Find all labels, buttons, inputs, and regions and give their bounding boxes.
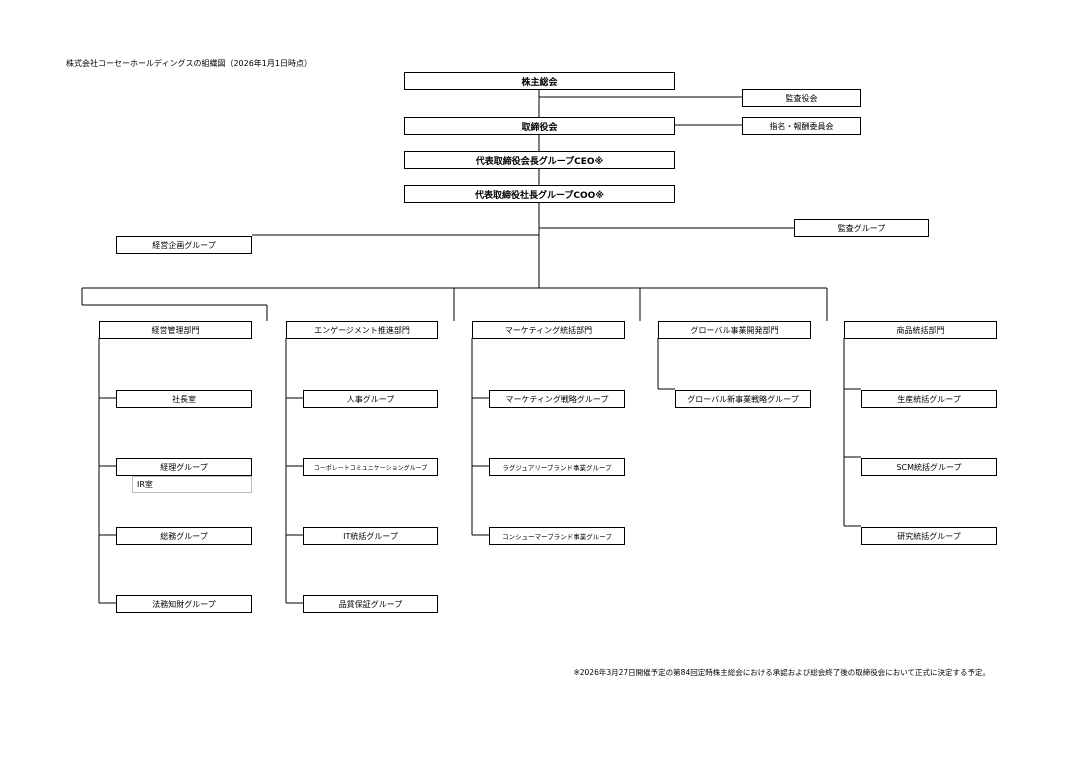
group-general-affairs-box: 総務グループ (116, 527, 252, 545)
audit-board-box: 監査役会 (742, 89, 861, 107)
division-global-box: グローバル事業開発部門 (658, 321, 811, 339)
division-management-box: 経営管理部門 (99, 321, 252, 339)
ir-office-box: IR室 (132, 476, 252, 493)
group-global-new-business-box: グローバル新事業戦略グループ (675, 390, 811, 408)
nomination-committee-box: 指名・報酬委員会 (742, 117, 861, 135)
division-product-box: 商品統括部門 (844, 321, 997, 339)
group-accounting-box: 経理グループ (116, 458, 252, 476)
planning-group-box: 経営企画グループ (116, 236, 252, 254)
group-scm-box: SCM統括グループ (861, 458, 997, 476)
group-president-office-box: 社長室 (116, 390, 252, 408)
group-marketing-strategy-box: マーケティング戦略グループ (489, 390, 625, 408)
audit-group-box: 監査グループ (794, 219, 929, 237)
group-production-box: 生産統括グループ (861, 390, 997, 408)
group-research-box: 研究統括グループ (861, 527, 997, 545)
board-of-directors-box: 取締役会 (404, 117, 675, 135)
group-corporate-communication-box: コーポレートコミュニケーショングループ (303, 458, 438, 476)
footnote: ※2026年3月27日開催予定の第84回定時株主総会における承認および総会終了後… (573, 668, 990, 677)
group-consumer-brand-box: コンシューマーブランド事業グループ (489, 527, 625, 545)
coo-box: 代表取締役社長グループCOO※ (404, 185, 675, 203)
division-marketing-box: マーケティング統括部門 (472, 321, 625, 339)
group-luxury-brand-box: ラグジュアリーブランド事業グループ (489, 458, 625, 476)
group-hr-box: 人事グループ (303, 390, 438, 408)
group-quality-assurance-box: 品質保証グループ (303, 595, 438, 613)
shareholders-meeting-box: 株主総会 (404, 72, 675, 90)
ceo-box: 代表取締役会長グループCEO※ (404, 151, 675, 169)
chart-title: 株式会社コーセーホールディングスの組織図（2026年1月1日時点） (66, 59, 312, 68)
division-engagement-box: エンゲージメント推進部門 (286, 321, 438, 339)
group-legal-ip-box: 法務知財グループ (116, 595, 252, 613)
group-it-box: IT統括グループ (303, 527, 438, 545)
